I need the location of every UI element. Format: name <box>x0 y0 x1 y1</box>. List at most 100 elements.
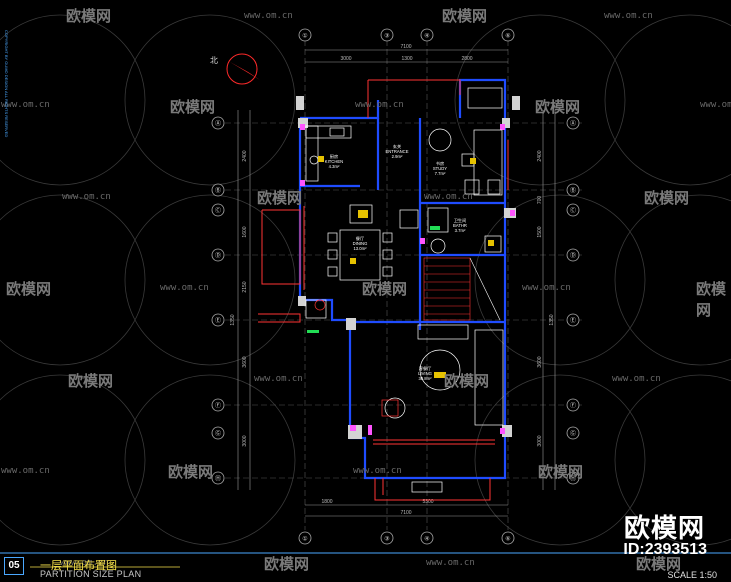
axis-bubbles <box>211 28 580 545</box>
living-label-en: LIVING <box>418 371 432 376</box>
grid-label-left-c: Ⓒ <box>215 207 221 215</box>
dining-label-cn: 餐厅 <box>356 235 364 242</box>
dimension-texts: 7100 3000 1300 2800 1800 5300 7100 2400 … <box>230 44 555 516</box>
watermark-url: www.om.cn <box>353 466 402 476</box>
watermark: 欧模网 <box>538 464 584 481</box>
grid-label-top-1: ① <box>302 33 307 40</box>
grid-label-bottom-1: ① <box>302 536 307 543</box>
watermark-url: www.om.cn <box>244 11 293 21</box>
brand-logo-text: 欧模网 <box>623 513 705 543</box>
grid-label-bottom-3: ③ <box>384 536 389 543</box>
dim-bottom-1: 1800 <box>321 499 332 505</box>
drawing-scale: SCALE 1:50 <box>667 570 717 580</box>
grid-label-right-f: Ⓕ <box>570 402 576 410</box>
grid-label-bottom-4: ④ <box>424 536 429 543</box>
dim-bottom-total: 7100 <box>400 510 411 516</box>
grid-label-left-a: Ⓐ <box>215 120 221 128</box>
background-circles <box>0 14 731 546</box>
dim-left-6: 3000 <box>242 435 248 446</box>
kitchen-label-area: 4.3m² <box>329 164 340 169</box>
item-id: ID:2393513 <box>623 541 707 558</box>
watermark: 欧模网 <box>68 373 114 390</box>
dim-right-4: 1350 <box>549 314 555 325</box>
dim-right-6: 3000 <box>537 435 543 446</box>
watermark-url: www.om.cn <box>160 283 209 293</box>
watermark-url: www.om.cn <box>1 100 50 110</box>
fixture-accents <box>318 156 494 378</box>
watermark-url: www.om.cn <box>424 192 473 202</box>
watermark: 欧模网 <box>168 464 214 481</box>
grid-label-right-d: Ⓓ <box>570 252 576 260</box>
watermark-url: www.om.cn <box>700 100 731 110</box>
green-accents <box>307 226 440 333</box>
watermark: 欧模网 <box>644 190 690 207</box>
dim-top-2: 1300 <box>401 56 412 62</box>
grid-label-right-h: Ⓗ <box>570 475 576 483</box>
grid-label-left-d: Ⓓ <box>215 252 221 260</box>
watermark-url: www.om.cn <box>62 192 111 202</box>
drawing-title: 一层平面布置图 <box>40 560 117 572</box>
dim-left-1: 2400 <box>242 150 248 161</box>
hatch-markers <box>300 124 515 435</box>
dim-left-3: 2150 <box>242 281 248 292</box>
dimension-lines <box>237 49 556 517</box>
living-label-cn: 客餐厅 <box>419 365 432 372</box>
dim-top-total: 7100 <box>400 44 411 50</box>
dim-left-2: 1600 <box>242 226 248 237</box>
watermark: 欧模网 <box>264 556 310 573</box>
room-labels: 厨房 KITCHEN 4.3m² 玄关 ENTRANCE 2.9m² 书房 ST… <box>325 143 467 381</box>
watermark-url: www.om.cn <box>60 558 109 568</box>
north-arrow: 北 <box>210 53 260 85</box>
watermark-url: www.om.cn <box>612 374 661 384</box>
grid-label-right-c: Ⓒ <box>570 207 576 215</box>
study-label-cn: 书房 <box>436 160 444 167</box>
grid-label-top-4: ④ <box>424 33 429 40</box>
dim-right-3: 1500 <box>537 226 543 237</box>
kitchen-label-en: KITCHEN <box>325 159 343 164</box>
staircase <box>423 257 501 321</box>
dim-right-1: 2400 <box>537 150 543 161</box>
grid-label-left-b: Ⓑ <box>215 187 221 195</box>
watermark: 欧模网 <box>6 281 52 298</box>
grid-label-left-h: Ⓗ <box>215 475 221 483</box>
axis-grid-lines <box>225 40 585 530</box>
watermark-url: www.om.cn <box>254 374 303 384</box>
entrance-label-cn: 玄关 <box>393 143 401 150</box>
watermark: 欧模网 <box>362 281 408 298</box>
watermark: 欧模网 <box>696 281 727 319</box>
watermark-url: www.om.cn <box>1 466 50 476</box>
watermark: 欧模网 <box>66 8 112 25</box>
watermark-url: www.om.cn <box>604 11 653 21</box>
kitchen-label-cn: 厨房 <box>330 153 338 160</box>
watermark: 欧模网 <box>636 556 682 573</box>
watermark: 欧模网 <box>442 8 488 25</box>
watermark: 欧模网 <box>257 190 303 207</box>
grid-label-left-e: Ⓔ <box>215 317 221 325</box>
bath-label-area: 3.7m² <box>455 228 466 233</box>
bath-label-en: BATHR <box>453 223 467 228</box>
grid-label-right-g: Ⓖ <box>570 430 576 438</box>
grid-label-left-g: Ⓖ <box>215 430 221 438</box>
watermark: 欧模网 <box>170 99 216 116</box>
copyright-notice: COPYRIGHT BY OUMO DESIGN ALL RIGHTS RESE… <box>4 30 9 138</box>
grid-label-top-3: ③ <box>384 33 389 40</box>
study-label-en: STUDY <box>433 166 447 171</box>
dining-label-en: DINING <box>353 241 368 246</box>
dining-label-area: 13.0m² <box>353 246 367 251</box>
study-label-area: 7.7m² <box>435 171 446 176</box>
grid-label-top-6: ⑥ <box>505 33 510 40</box>
north-label: 北 <box>210 56 218 65</box>
entrance-label-en: ENTRANCE <box>385 149 408 154</box>
title-bar-lines <box>0 552 731 568</box>
watermark-url: www.om.cn <box>522 283 571 293</box>
dim-right-5: 3600 <box>537 356 543 367</box>
entrance-label-area: 2.9m² <box>392 154 403 159</box>
grid-label-bottom-6: ⑥ <box>505 536 510 543</box>
grid-label-left-f: Ⓕ <box>215 402 221 410</box>
dim-bottom-2: 5300 <box>422 499 433 505</box>
drawing-subtitle: PARTITION SIZE PLAN <box>40 569 142 579</box>
watermark-url: www.om.cn <box>355 100 404 110</box>
watermark: 欧模网 <box>535 99 581 116</box>
bath-label-cn: 卫生间 <box>454 217 467 224</box>
